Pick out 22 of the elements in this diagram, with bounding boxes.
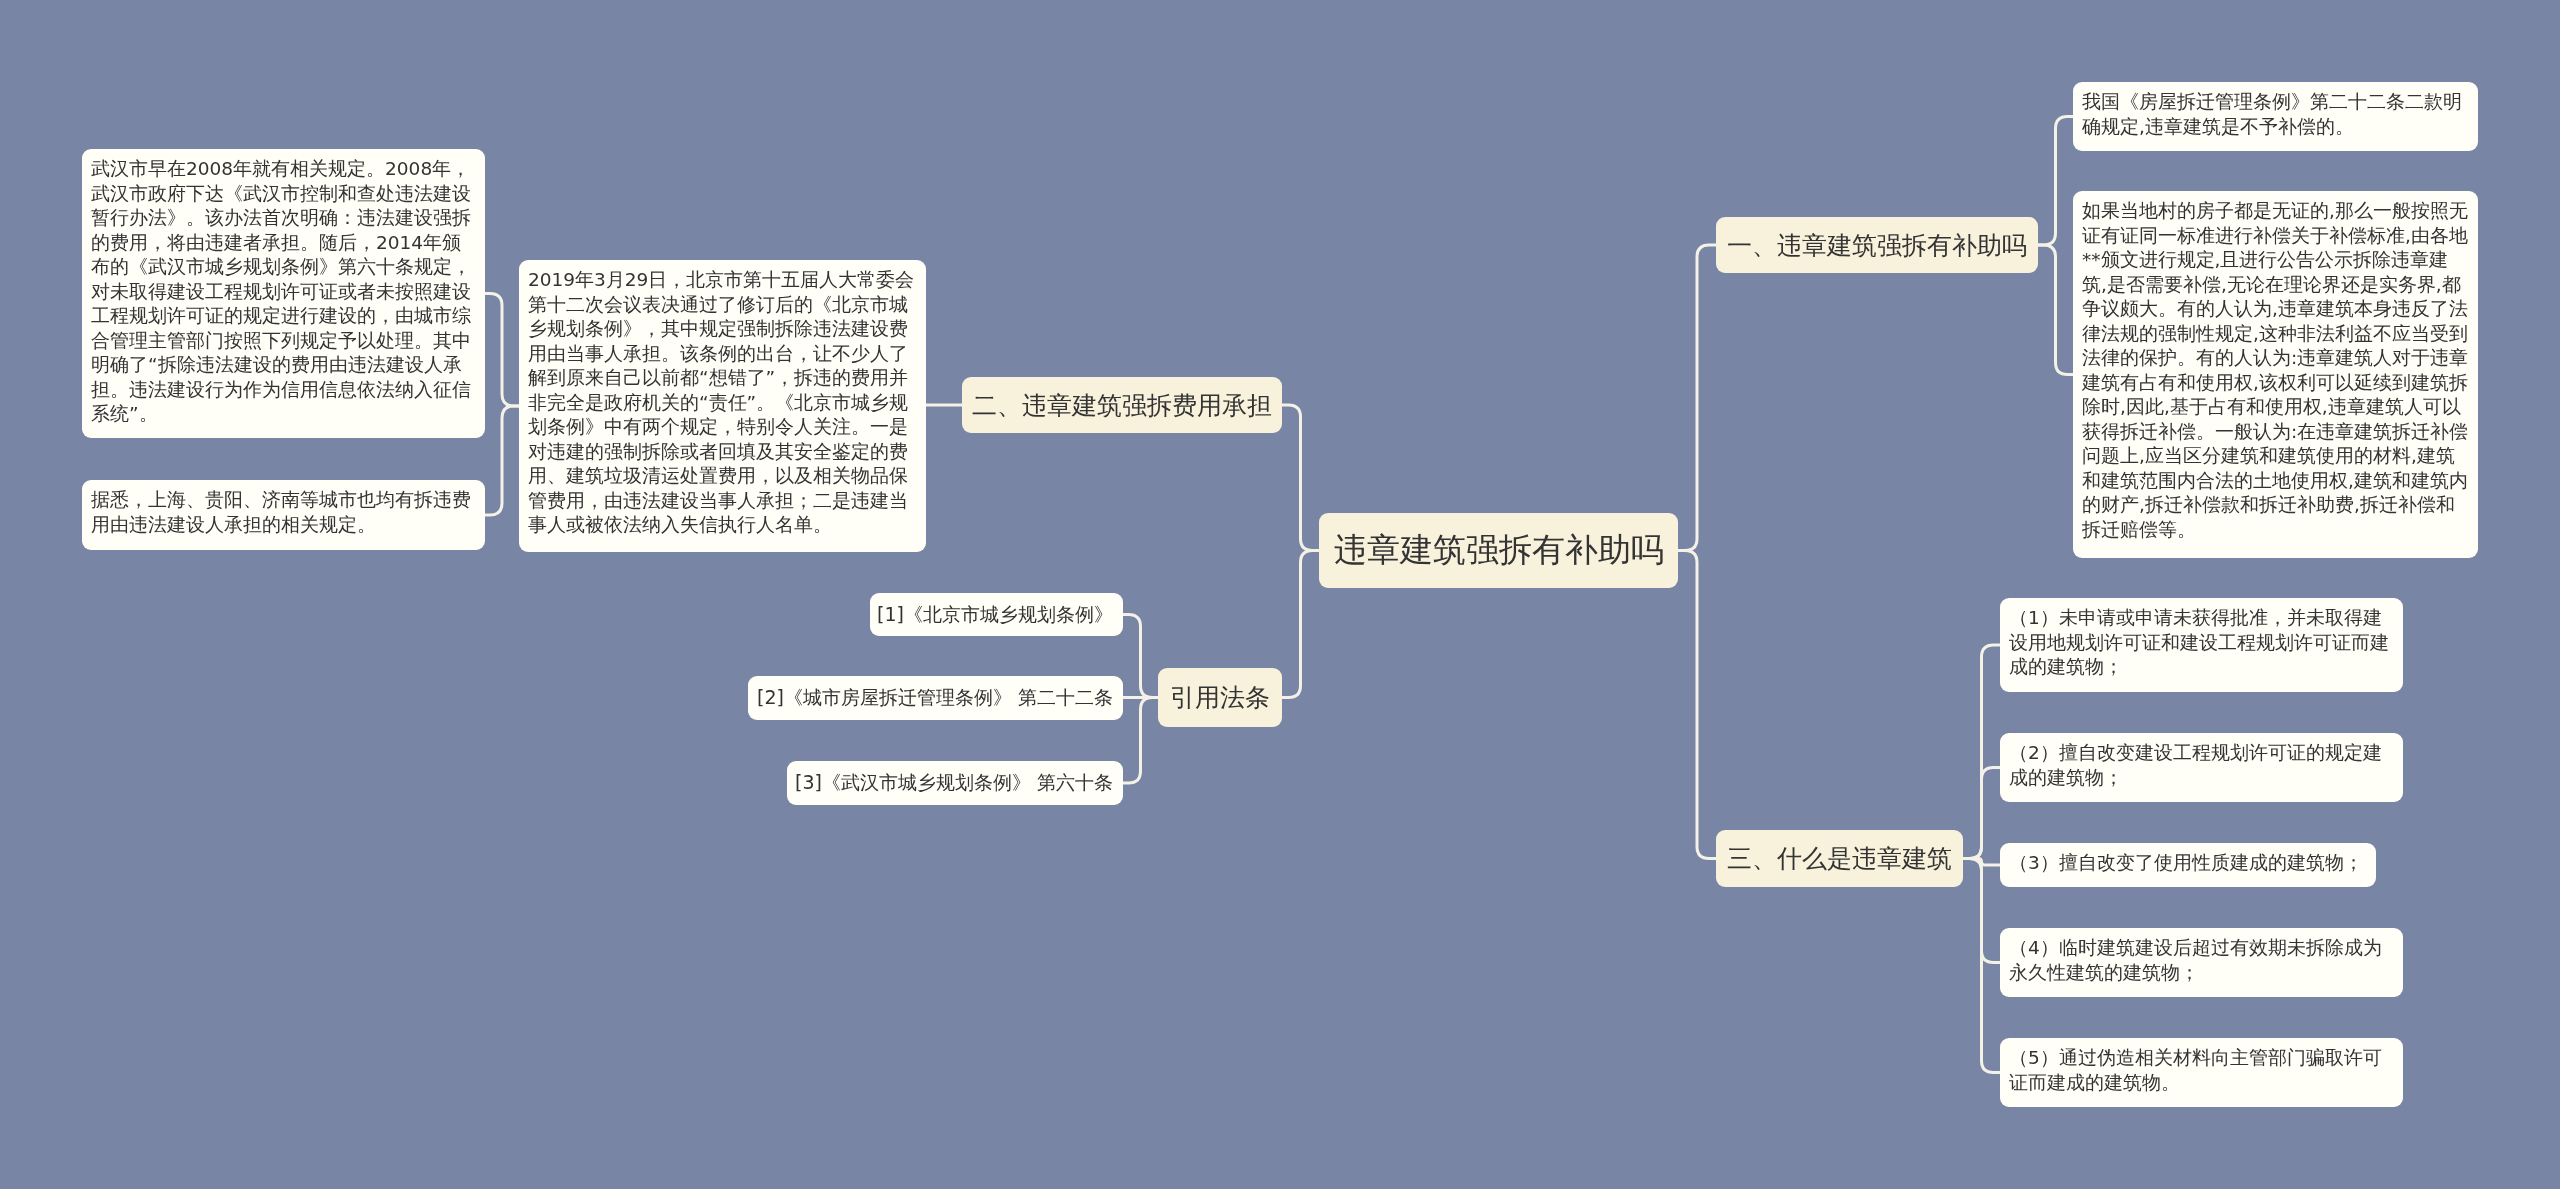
reference-card: [1]《北京市城乡规划条例》 [870, 593, 1123, 636]
note-card: （5）通过伪造相关材料向主管部门骗取许可证而建成的建筑物。 [2000, 1038, 2403, 1107]
note-card: 据悉，上海、贵阳、济南等城市也均有拆违费用由违法建设人承担的相关规定。 [82, 480, 485, 550]
reference-card: [3]《武汉市城乡规划条例》 第六十条 [787, 761, 1123, 805]
branch-topic: 一、违章建筑强拆有补助吗 [1716, 217, 2038, 273]
central-topic: 违章建筑强拆有补助吗 [1319, 513, 1678, 588]
connector-line [926, 403, 962, 407]
note-card: （1）未申请或申请未获得批准，并未取得建设用地规划许可证和建设工程规划许可证而建成的建筑物； [2000, 598, 2403, 692]
connector-line [1963, 857, 2000, 1074]
note-card: 如果当地村的房子都是无证的,那么一般按照无证有证同一标准进行补偿关于补偿标准,由各地**颁文进行规定,且进行公告公示拆除违章建筑,是否需要补偿,无论在理论界还是实务界,都争议颇大。有的人认为,违章建筑本身违反了法律法规的强制性规定,这种非法利益不应当受到法律的保护。有的人认为:违章建筑人对于违章建筑有占有和使用权,该权利可以延续到建筑拆除时,因此,基于占有和使用权,违章建筑人可以获得拆迁补偿。一般认为:在违章建筑拆迁补偿问题上,应当区分建筑和建筑使用的材料,建筑和建筑范围内合法的土地使用权,建筑和建筑内的财产,拆迁补偿款和拆迁补助费,拆迁补偿和拆迁赔偿等。 [2073, 191, 2478, 558]
branch-topic: 三、什么是违章建筑 [1716, 830, 1963, 887]
note-card: （4）临时建筑建设后超过有效期未拆除成为永久性建筑的建筑物； [2000, 928, 2403, 997]
branch-topic: 二、违章建筑强拆费用承担 [962, 377, 1282, 433]
note-card: 武汉市早在2008年就有相关规定。2008年，武汉市政府下达《武汉市控制和查处违法建设暂行办法》。该办法首次明确：违法建设强拆的费用，将由违建者承担。随后，2014年颁布的《武汉市城乡规划条例》第六十条规定，对未取得建设工程规划许可证或者未按照建设工程规划许可证的规定进行建设的，由城市综合管理主管部门按照下列规定予以处理。其中明确了“拆除违法建设的费用由违法建设人承担。违法建设行为作为信用信息依法纳入征信系统”。 [82, 149, 485, 438]
note-card: 我国《房屋拆迁管理条例》第二十二条二款明确规定,违章建筑是不予补偿的。 [2073, 82, 2478, 151]
note-card: 2019年3月29日，北京市第十五届人大常委会第十二次会议表决通过了修订后的《北京市城乡规划条例》，其中规定强制拆除违法建设费用由当事人承担。该条例的出台，让不少人了解到原来自己以前都“想错了”，拆违的费用并非完全是政府机关的“责任”。《北京市城乡规划条例》中有两个规定，特别令人关注。一是对违建的强制拆除或者回填及其安全鉴定的费用、建筑垃圾清运处置费用，以及相关物品保管费用，由违法建设当事人承担；二是违建当事人或被依法纳入失信执行人名单。 [519, 260, 926, 552]
note-card: （2）擅自改变建设工程规划许可证的规定建成的建筑物； [2000, 733, 2403, 802]
note-card: （3）擅自改变了使用性质建成的建筑物； [2000, 843, 2376, 887]
branch-topic: 引用法条 [1158, 668, 1282, 727]
reference-card: [2]《城市房屋拆迁管理条例》 第二十二条 [748, 676, 1123, 720]
connector-line [1282, 549, 1319, 699]
connector-line [1678, 549, 1716, 860]
